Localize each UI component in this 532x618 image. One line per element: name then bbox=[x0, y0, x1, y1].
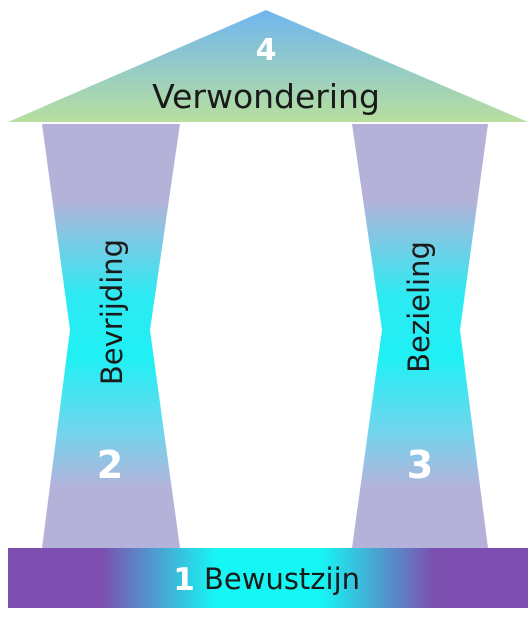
left-pillar-shape bbox=[42, 124, 180, 548]
left-pillar-label: Bevrijding bbox=[95, 239, 129, 385]
roof-shape bbox=[8, 10, 528, 122]
right-pillar-label: Bezieling bbox=[402, 241, 436, 373]
right-pillar-shape bbox=[352, 124, 488, 548]
base-number: 1 bbox=[173, 562, 195, 598]
roof-label: Verwondering bbox=[152, 77, 380, 116]
base-label: Bewustzijn bbox=[204, 562, 360, 596]
base-shape bbox=[8, 548, 528, 608]
right-pillar-number: 3 bbox=[407, 443, 433, 487]
left-pillar-number: 2 bbox=[97, 443, 123, 487]
roof-number: 4 bbox=[256, 33, 277, 68]
